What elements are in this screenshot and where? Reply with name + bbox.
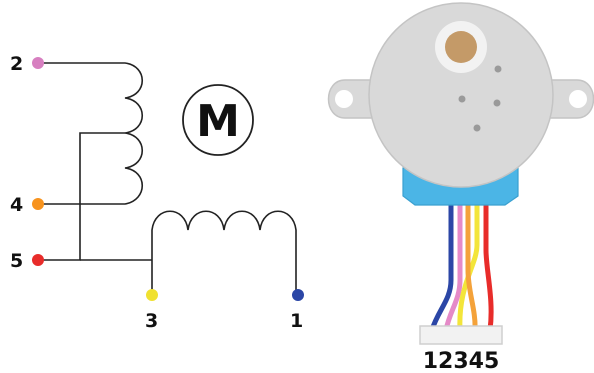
- common-wire: [40, 132, 125, 261]
- left-mounting-hole: [335, 90, 353, 108]
- rivet-dot: [458, 95, 466, 103]
- rivet-dot: [494, 65, 502, 73]
- pin-2-label: 2: [10, 53, 23, 75]
- left-mounting-ear: [327, 79, 381, 119]
- wire-red: [483, 197, 494, 333]
- motor-body: [368, 2, 554, 188]
- pin-2-dot: [32, 57, 44, 69]
- connector-pin-labels: 12345: [423, 349, 500, 373]
- pin-1-dot: [292, 289, 304, 301]
- wire-bundle: [429, 197, 494, 333]
- pin-3-dot: [146, 289, 158, 301]
- shaft: [445, 31, 477, 63]
- pin-4-dot: [32, 198, 44, 210]
- connector-body: [419, 325, 503, 345]
- wire-blue: [429, 197, 454, 333]
- motor-illustration: 12345: [327, 2, 594, 373]
- pin-4-label: 4: [10, 194, 23, 216]
- wire-pink: [443, 197, 463, 333]
- rivet-dot: [473, 124, 481, 132]
- pin-5-dot: [32, 254, 44, 266]
- pin-1-label: 1: [290, 310, 303, 332]
- motor-symbol-letter: M: [196, 96, 240, 147]
- motor-symbol-circle: [182, 84, 254, 156]
- pin-5-label: 5: [10, 250, 23, 272]
- lower-coil-wire: [80, 210, 297, 293]
- wire-orange: [465, 197, 478, 333]
- right-mounting-hole: [569, 90, 587, 108]
- schematic: [40, 62, 297, 293]
- rivet-dot: [493, 99, 501, 107]
- pin-3-label: 3: [145, 310, 158, 332]
